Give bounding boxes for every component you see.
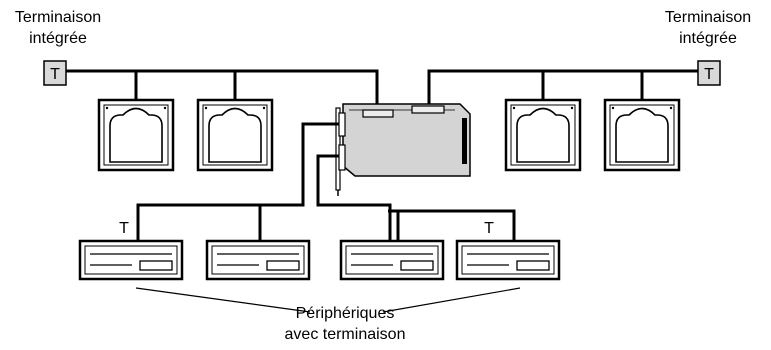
left-termination-label: Terminaison intégrée	[15, 9, 101, 47]
peripherals-label: Périphériques avec terminaison	[285, 305, 406, 343]
left-termination-label-line1: Terminaison	[15, 9, 101, 26]
right-termination-label-line1: Terminaison	[665, 9, 751, 26]
external-drive-icon	[205, 239, 311, 281]
lower-left-bus-cable	[136, 122, 339, 241]
bottom-cables	[136, 122, 516, 241]
lower-right-bus-cable-2	[388, 209, 516, 241]
scsi-controller-card-icon	[335, 103, 471, 196]
terminator-box-icon	[697, 60, 721, 86]
monitor-device-icon	[97, 98, 175, 172]
left-terminator-glyph: T	[50, 66, 60, 83]
card-connector-2	[411, 105, 445, 114]
right-terminator: T	[697, 60, 721, 86]
peripherals-label-line2: avec terminaison	[285, 326, 406, 343]
left-pointer-line	[135, 287, 311, 313]
external-drive-icon	[455, 239, 561, 281]
right-terminator-glyph: T	[704, 66, 714, 83]
right-bus-cable	[427, 69, 698, 105]
bracket-port-2	[338, 144, 346, 171]
lower-right-bus-cable	[316, 154, 392, 241]
external-drive-icon	[78, 239, 184, 281]
card-edge-contacts	[462, 118, 467, 164]
right-pointer-line	[382, 287, 521, 313]
left-bus-cable	[66, 69, 379, 110]
left-drive-terminator-glyph: T	[119, 220, 129, 237]
right-drive-terminator-glyph: T	[484, 220, 494, 237]
left-terminator: T	[43, 60, 67, 86]
external-drive-icon	[339, 239, 445, 281]
right-termination-label: Terminaison intégrée	[665, 9, 751, 47]
card-connector-1	[362, 109, 394, 118]
monitor-device-icon	[603, 98, 681, 172]
peripherals-label-line1: Périphériques	[296, 305, 395, 322]
terminator-box-icon	[43, 60, 67, 86]
bracket-port-1	[338, 112, 346, 137]
peripheral-pointers	[135, 287, 521, 313]
right-termination-label-line2: intégrée	[679, 30, 737, 47]
monitor-device-icon	[504, 98, 582, 172]
monitor-device-icon	[196, 98, 274, 172]
left-termination-label-line2: intégrée	[29, 30, 87, 47]
top-cables	[66, 69, 698, 110]
